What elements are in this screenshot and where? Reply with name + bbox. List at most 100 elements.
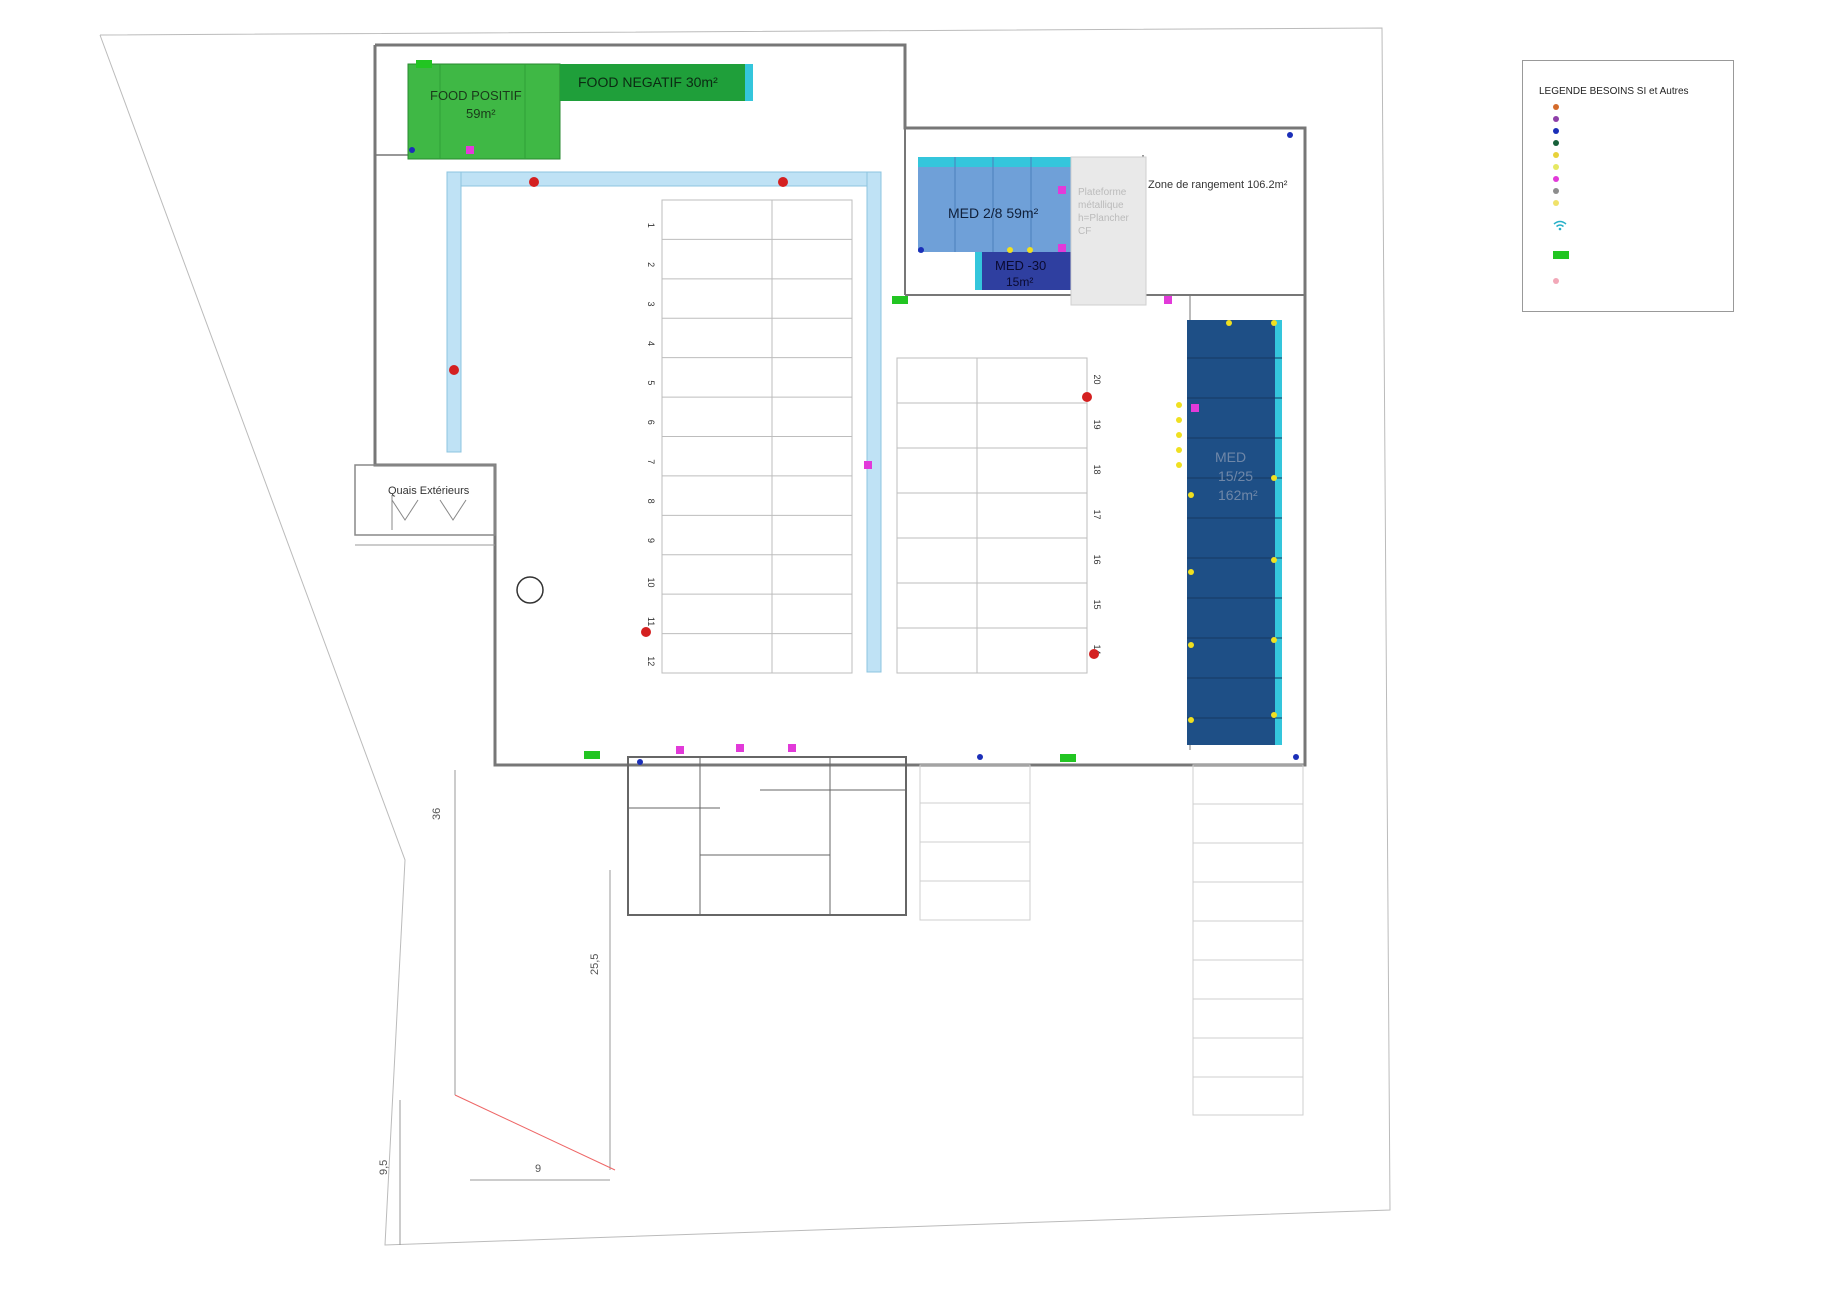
legend-item <box>1553 163 1569 171</box>
blue-marker <box>918 247 924 253</box>
yellow-marker <box>1176 447 1182 453</box>
wifi-icon <box>1553 220 1567 231</box>
blue-marker <box>409 147 415 153</box>
legend-dot <box>1553 128 1559 134</box>
med-30-label: MED -30 <box>995 258 1046 273</box>
site-boundary <box>99 27 1391 1246</box>
med-28-label: MED 2/8 59m² <box>948 205 1039 221</box>
bay-number-left: 3 <box>646 302 656 307</box>
bays-left <box>661 199 853 674</box>
legend-item <box>1553 199 1569 207</box>
offices-block <box>627 756 907 916</box>
med-30-room: MED -30 15m² <box>975 252 1071 290</box>
magenta-marker <box>1058 244 1066 252</box>
bay-number-left: 12 <box>646 656 656 666</box>
bay-number-right: 20 <box>1092 375 1102 385</box>
bays-right <box>896 357 1088 674</box>
bay-number-left: 11 <box>646 617 656 626</box>
blue-marker <box>1293 754 1299 760</box>
plateforme-line-1: Plateforme <box>1078 187 1127 198</box>
legend-dot <box>1553 164 1559 170</box>
med-1525-line-2: 15/25 <box>1218 468 1253 484</box>
bay-number-left: 7 <box>646 459 656 464</box>
legend-item <box>1553 187 1569 195</box>
bay-number-left: 9 <box>646 538 656 543</box>
dim-9: 9 <box>535 1163 541 1175</box>
bay-number-right: 19 <box>1092 420 1102 430</box>
food-negatif-label: FOOD NEGATIF 30m² <box>578 74 718 90</box>
dim-25-5: 25,5 <box>589 954 601 975</box>
legend-item <box>1553 139 1569 147</box>
yellow-marker <box>1271 557 1277 563</box>
yellow-marker <box>1176 417 1182 423</box>
med-1525-line-3: 162m² <box>1218 487 1258 503</box>
magenta-marker <box>864 461 872 469</box>
dimension-lines <box>399 770 616 1245</box>
equipment-markers <box>409 60 1299 765</box>
green-tag-icon <box>1553 251 1569 259</box>
yellow-marker <box>1188 569 1194 575</box>
yellow-marker <box>1188 717 1194 723</box>
med-28-room: MED 2/8 59m² <box>918 157 1071 252</box>
yellow-marker <box>1271 712 1277 718</box>
red-marker <box>1089 649 1099 659</box>
magenta-marker <box>736 744 744 752</box>
legend-dot <box>1553 140 1559 146</box>
red-marker <box>641 627 651 637</box>
pink-dot-icon <box>1553 277 1569 285</box>
plateforme-line-2: métallique <box>1078 200 1124 211</box>
magenta-marker <box>1058 186 1066 194</box>
med-1525-room: MED 15/25 162m² <box>1187 320 1282 745</box>
equipment-ring <box>516 576 544 604</box>
yellow-marker <box>1188 642 1194 648</box>
green-tag-marker <box>892 296 908 304</box>
yellow-marker <box>1226 320 1232 326</box>
legend-title: LEGENDE BESOINS SI et Autres <box>1539 86 1689 97</box>
quais-exterieurs: Quais Extérieurs <box>354 464 496 546</box>
yellow-marker <box>1176 432 1182 438</box>
food-negatif-room: FOOD NEGATIF 30m² <box>560 64 753 101</box>
magenta-marker <box>1164 296 1172 304</box>
bay-number-right: 15 <box>1092 600 1102 610</box>
magenta-marker <box>1191 404 1199 412</box>
magenta-marker <box>466 146 474 154</box>
food-positif-area: 59m² <box>466 106 496 121</box>
legend-dot <box>1553 188 1559 194</box>
legend-dot <box>1553 176 1559 182</box>
food-positif-room: FOOD POSITIF 59m² <box>407 63 561 160</box>
legend: LEGENDE BESOINS SI et Autres <box>1522 60 1734 312</box>
legend-item <box>1553 127 1569 135</box>
bay-number-left: 1 <box>646 223 656 228</box>
blue-marker <box>1287 132 1293 138</box>
legend-dot <box>1553 200 1559 206</box>
plateforme-line-4: CF <box>1078 226 1091 237</box>
blue-marker <box>977 754 983 760</box>
bay-number-left: 6 <box>646 420 656 425</box>
plateforme-line-3: h=Plancher <box>1078 213 1130 224</box>
red-marker <box>449 365 459 375</box>
red-marker <box>529 177 539 187</box>
food-positif-label: FOOD POSITIF <box>430 88 522 103</box>
bay-number-left: 4 <box>646 341 656 346</box>
med-30-area: 15m² <box>1006 275 1033 289</box>
blue-marker <box>637 759 643 765</box>
bay-number-right: 14 <box>1092 645 1102 655</box>
med-1525-line-1: MED <box>1215 449 1246 465</box>
quais-label: Quais Extérieurs <box>388 485 470 497</box>
zone-rangement-label: Zone de rangement 106.2m² <box>1148 179 1288 191</box>
bay-number-right: 16 <box>1092 555 1102 565</box>
legend-item <box>1553 151 1569 159</box>
yellow-marker <box>1271 637 1277 643</box>
bay-number-left: 5 <box>646 380 656 385</box>
dim-9-5: 9,5 <box>378 1160 390 1175</box>
green-tag-marker <box>416 60 432 68</box>
yellow-marker <box>1271 320 1277 326</box>
green-tag-marker <box>1060 754 1076 762</box>
bay-number-left: 2 <box>646 262 656 267</box>
magenta-marker <box>676 746 684 754</box>
external-parking <box>919 764 1304 1116</box>
legend-dot <box>1553 152 1559 158</box>
conveyor <box>446 171 882 673</box>
yellow-marker <box>1271 475 1277 481</box>
